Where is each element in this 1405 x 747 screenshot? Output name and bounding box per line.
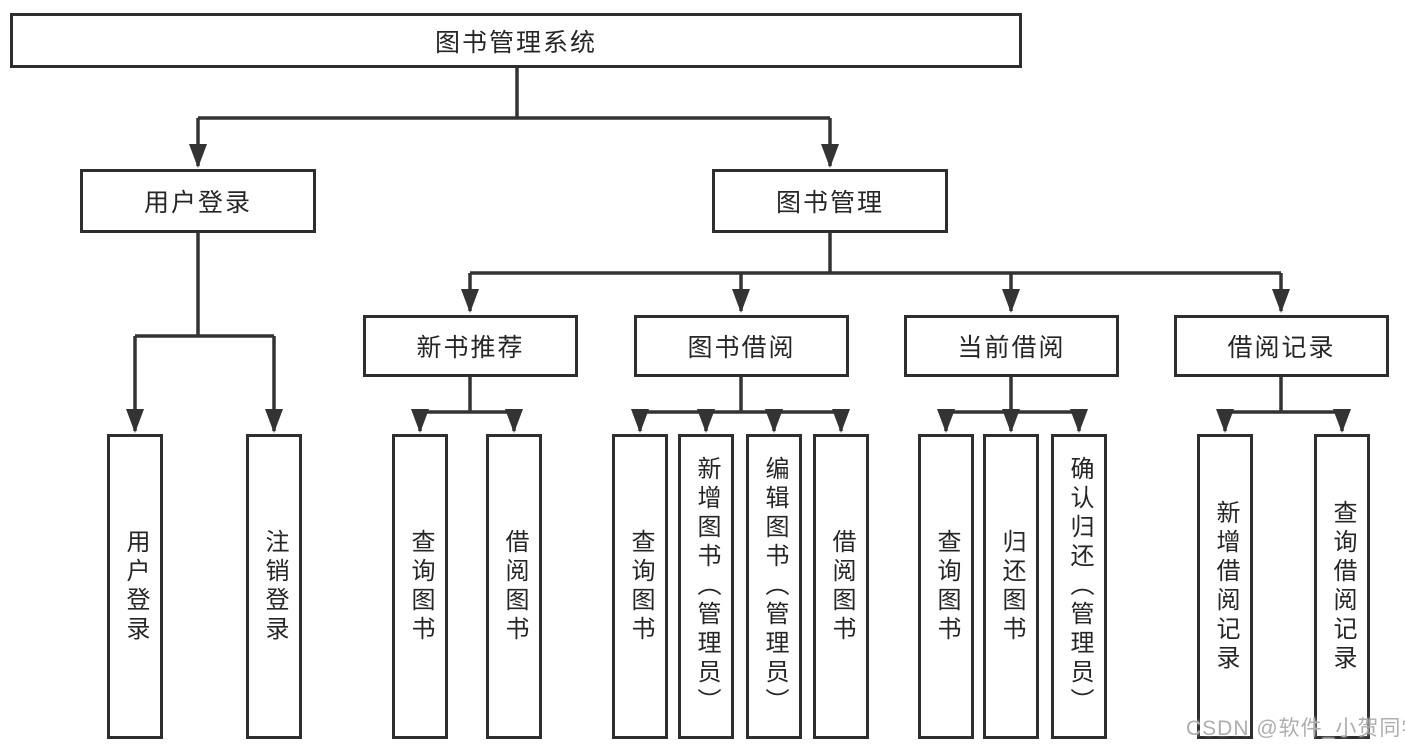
node-user-login: 用户登录: [80, 169, 316, 233]
leaf-edit-book-admin-label: 编辑图书（管理员）: [761, 456, 788, 717]
leaf-query-books-borrow: 查询图书: [612, 434, 668, 739]
leaf-confirm-return-admin-label: 确认归还（管理员）: [1066, 456, 1093, 717]
node-user-login-label: 用户登录: [143, 189, 252, 217]
leaf-add-borrow-record: 新增借阅记录: [1197, 434, 1253, 739]
node-book-borrow-label: 图书借阅: [687, 334, 796, 362]
node-book-borrow: 图书借阅: [634, 315, 849, 377]
leaf-add-book-admin: 新增图书（管理员）: [678, 434, 734, 739]
leaf-query-books-recommend-label: 查询图书: [407, 528, 434, 645]
leaf-return-book: 归还图书: [983, 434, 1039, 739]
leaf-query-borrow-record-label: 查询借阅记录: [1329, 499, 1356, 674]
node-book-management-label: 图书管理: [775, 189, 884, 217]
csdn-watermark: CSDN @软件_小贺同学: [1186, 717, 1405, 740]
leaf-query-borrow-record: 查询借阅记录: [1314, 434, 1370, 739]
leaf-edit-book-admin: 编辑图书（管理员）: [746, 434, 802, 739]
leaf-query-books-borrow-label: 查询图书: [627, 528, 654, 645]
node-root-label: 图书管理系统: [434, 28, 597, 57]
leaf-query-books-current: 查询图书: [918, 434, 974, 739]
node-borrow-records: 借阅记录: [1174, 315, 1389, 377]
leaf-query-books-current-label: 查询图书: [933, 528, 960, 645]
node-current-borrow-label: 当前借阅: [957, 334, 1066, 362]
leaf-add-borrow-record-label: 新增借阅记录: [1212, 499, 1239, 674]
leaf-return-book-label: 归还图书: [998, 528, 1025, 645]
node-new-book-recommend: 新书推荐: [363, 315, 578, 377]
leaf-logout: 注销登录: [246, 434, 302, 739]
node-new-book-recommend-label: 新书推荐: [416, 334, 525, 362]
leaf-query-books-recommend: 查询图书: [392, 434, 448, 739]
leaf-user-login: 用户登录: [107, 434, 163, 739]
leaf-borrow-books-recommend-label: 借阅图书: [501, 528, 528, 645]
node-root: 图书管理系统: [10, 13, 1022, 68]
leaf-confirm-return-admin: 确认归还（管理员）: [1051, 434, 1107, 739]
leaf-borrow-books: 借阅图书: [813, 434, 869, 739]
leaf-logout-label: 注销登录: [261, 528, 288, 645]
leaf-add-book-admin-label: 新增图书（管理员）: [693, 456, 720, 717]
leaf-borrow-books-recommend: 借阅图书: [486, 434, 542, 739]
node-current-borrow: 当前借阅: [904, 315, 1119, 377]
node-book-management: 图书管理: [712, 169, 948, 233]
node-borrow-records-label: 借阅记录: [1227, 334, 1336, 362]
leaf-borrow-books-label: 借阅图书: [828, 528, 855, 645]
leaf-user-login-label: 用户登录: [122, 528, 149, 645]
